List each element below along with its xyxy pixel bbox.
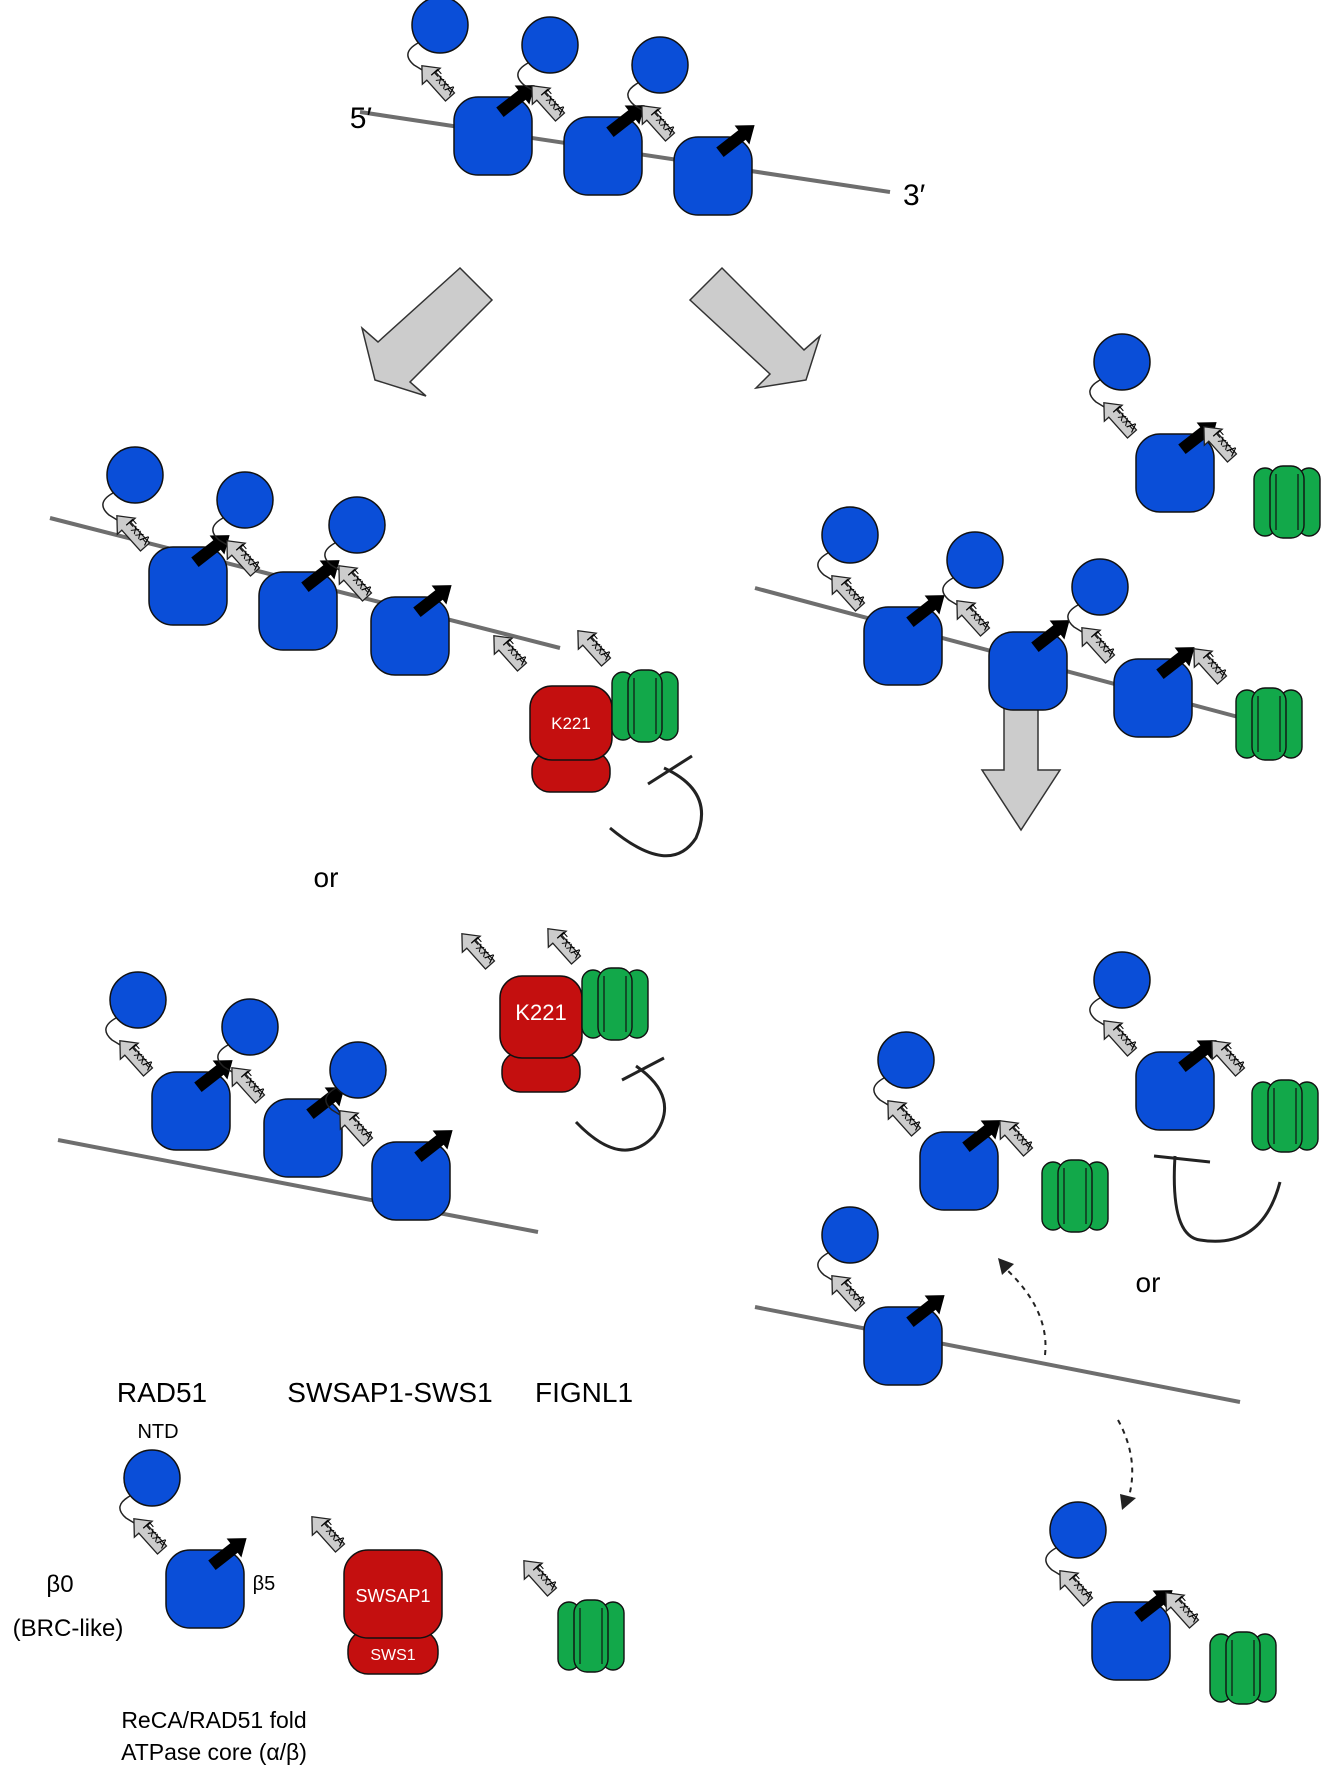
legend-swsap1-label: SWSAP1 bbox=[355, 1586, 430, 1606]
legend-beta0-label: β0 bbox=[46, 1571, 73, 1598]
label-or-left: or bbox=[314, 862, 339, 893]
k221-label-released: K221 bbox=[515, 1000, 566, 1025]
legend-sws1-label: SWS1 bbox=[370, 1647, 415, 1664]
legend-beta5-label: β5 bbox=[253, 1573, 276, 1595]
label-5-prime: 5′ bbox=[350, 102, 373, 135]
label-3-prime: 3′ bbox=[903, 179, 926, 212]
dashed-arrow-up bbox=[1004, 1267, 1047, 1356]
legend-ntd-label: NTD bbox=[137, 1421, 178, 1443]
process-arrow-right bbox=[688, 266, 822, 390]
legend-rad51: FxxA bbox=[119, 1449, 255, 1629]
legend-swsap1-sws1: FxxA bbox=[302, 1508, 443, 1675]
legend-brc-like-label: (BRC-like) bbox=[13, 1615, 124, 1642]
legend-swsap1-sws1-title: SWSAP1-SWS1 bbox=[287, 1377, 492, 1408]
legend-rad51-title: RAD51 bbox=[117, 1377, 207, 1408]
inhibition-arc-left bbox=[609, 766, 704, 858]
label-or-right: or bbox=[1136, 1267, 1161, 1298]
dashed-arrow-down bbox=[1117, 1419, 1134, 1501]
legend-fold-line1: ReCA/RAD51 fold bbox=[121, 1707, 306, 1733]
legend-fold-line2: ATPase core (α/β) bbox=[121, 1739, 307, 1765]
k221-label-bound: K221 bbox=[551, 714, 591, 733]
right-lower-dna-single-rad51: FxxA bbox=[754, 1206, 1241, 1404]
legend-fignl1: FxxA bbox=[514, 1552, 625, 1673]
legend-fignl1-title: FIGNL1 bbox=[535, 1377, 633, 1408]
swsap1-sws1-complex-bound: FxxA bbox=[484, 627, 613, 793]
process-arrow-left bbox=[360, 266, 494, 397]
